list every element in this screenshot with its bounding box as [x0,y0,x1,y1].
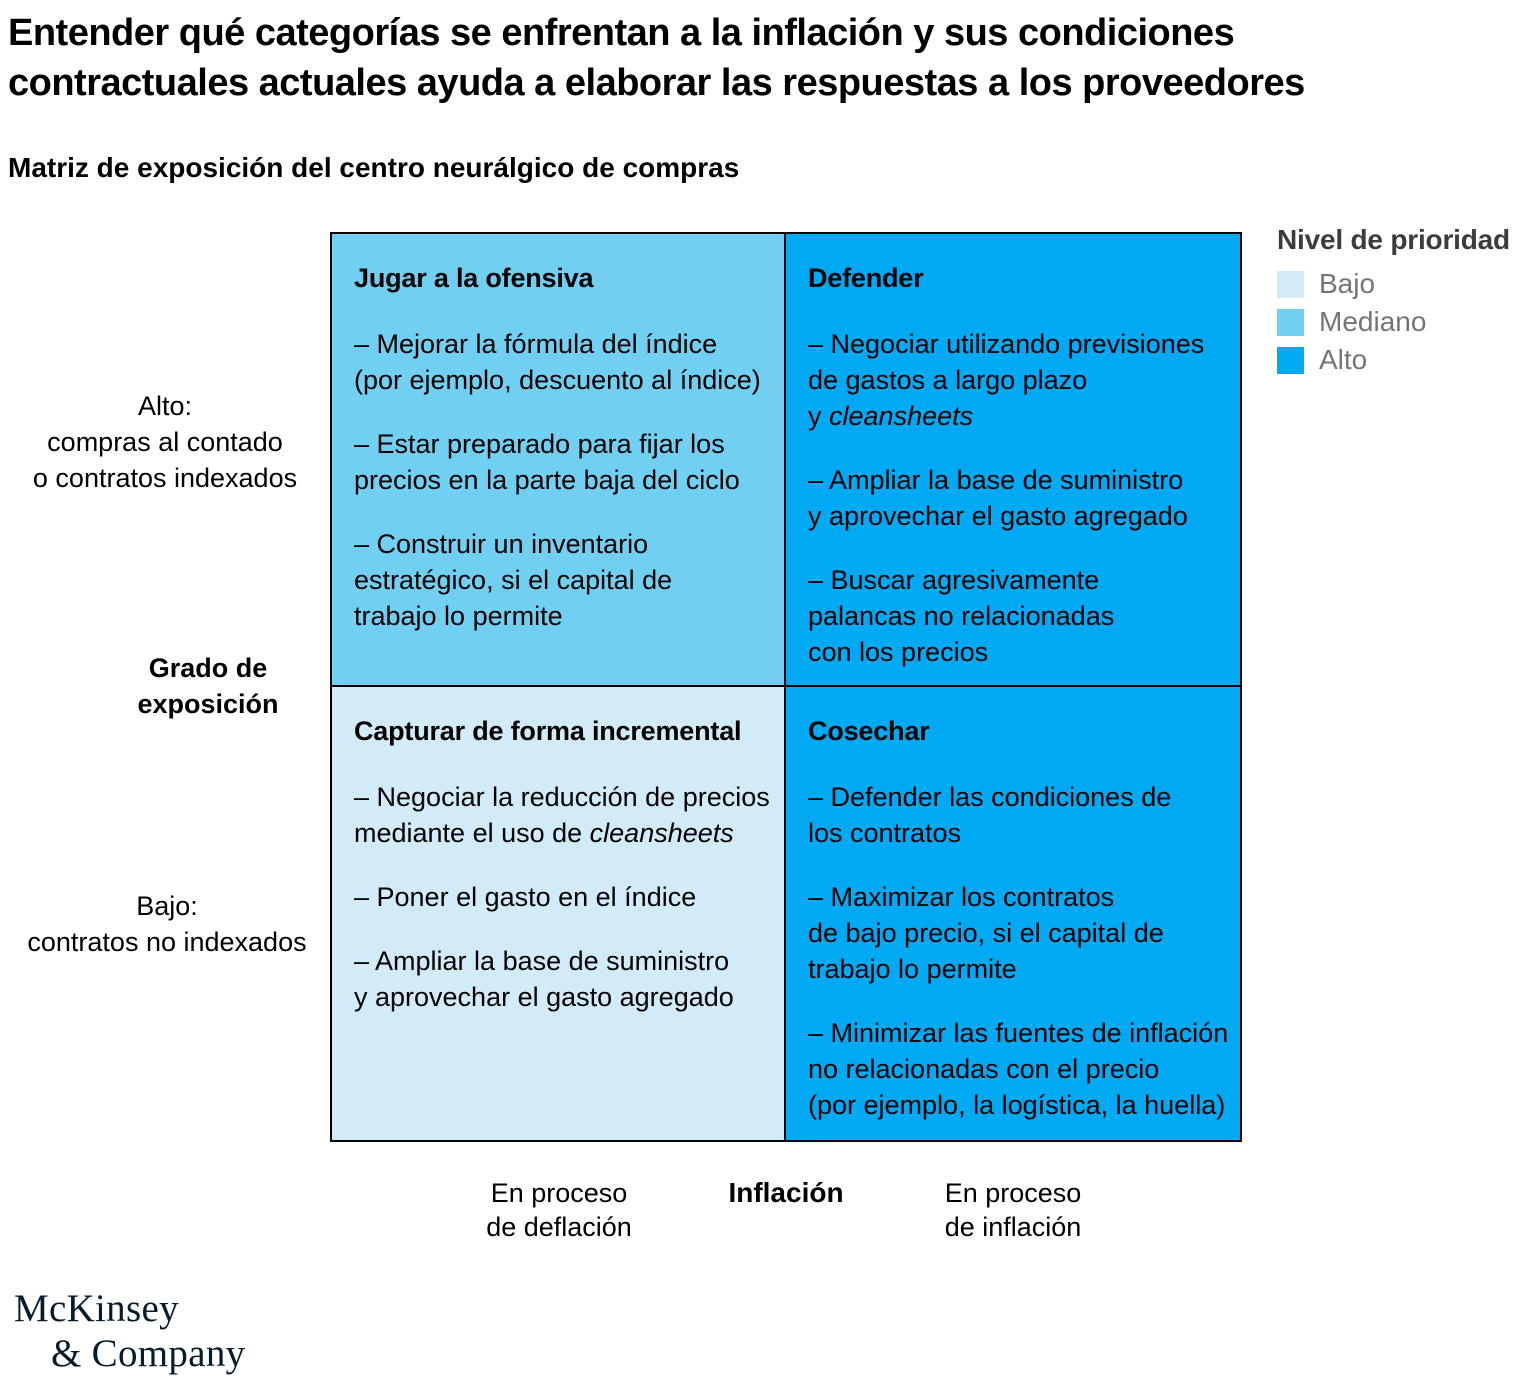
page-title: Entender qué categorías se enfrentan a l… [8,8,1518,108]
quadrant-bullets: – Negociar la reducción de precios median… [354,779,778,1015]
y-axis-high-line-1: Alto: [137,391,193,421]
bullet-line: precios en la parte baja del ciclo [354,465,740,495]
logo-line-1: McKinsey [14,1287,179,1330]
y-axis-high-line-3: o contratos indexados [32,463,298,493]
bullet-item: – Negociar la reducción de precios median… [354,779,778,851]
bullet-line: – Maximizar los contratos [808,882,1115,912]
quadrant-title: Cosechar [808,716,930,746]
logo-line-2: & Company [51,1332,246,1375]
bullet-line: mediante el uso de cleansheets [354,818,734,848]
x-axis-right-label: En proceso de inflación [863,1176,1163,1244]
bullet-line: – Negociar la reducción de precios [354,782,770,812]
high-priority-swatch-icon [1277,346,1304,374]
bullet-line: (por ejemplo, descuento al índice) [354,365,761,395]
bullet-line: y cleansheets [808,401,974,431]
exhibit-subtitle: Matriz de exposición del centro neurálgi… [8,152,740,183]
exposure-matrix: Jugar a la ofensiva – Mejorar la fórmula… [330,232,1242,1142]
priority-legend: Nivel de prioridad Bajo Mediano Alto [1277,224,1533,384]
bullet-item: – Estar preparado para fijar los precios … [354,426,778,498]
bullet-item: – Buscar agresivamente palancas no relaci… [808,562,1234,670]
quadrant-bullets: – Defender las condiciones de los contrat… [808,779,1234,1123]
y-axis-title: Grado de exposición [0,650,416,722]
medium-priority-swatch-icon [1277,308,1304,336]
bullet-line: – Construir un inventario [354,529,649,559]
bullet-item: – Maximizar los contratos de bajo precio,… [808,879,1234,987]
bullet-line: – Estar preparado para fijar los [354,429,725,459]
bullet-item: – Mejorar la fórmula del índice (por ejem… [354,326,778,398]
y-axis-low-line-2: contratos no indexados [27,927,307,957]
quadrant-harvest: Cosechar – Defender las condiciones de lo… [786,687,1240,1140]
quadrant-capture-incrementally: Capturar de forma incremental – Negociar… [332,687,786,1140]
quadrant-title: Defender [808,263,924,293]
legend-title: Nivel de prioridad [1277,224,1510,255]
quadrant-bullets: – Negociar utilizando previsiones de gast… [808,326,1234,670]
legend-label-medium: Mediano [1319,306,1427,337]
y-axis-low-line-1: Bajo: [136,891,198,921]
legend-label-low: Bajo [1319,268,1376,299]
y-axis-high-line-2: compras al contado [47,427,283,457]
bullet-line: (por ejemplo, la logística, la huella) [808,1090,1226,1120]
legend-item-medium: Mediano [1277,308,1533,336]
bullet-line: – Poner el gasto en el índice [354,882,697,912]
bullet-line: – Minimizar las fuentes de inflación [808,1018,1229,1048]
bullet-line: no relacionadas con el precio [808,1054,1160,1084]
x-axis-left-label: En proceso de deflación [409,1176,709,1244]
y-axis-high-label: Alto: compras al contado o contratos ind… [0,388,330,496]
bullet-line: con los precios [808,637,989,667]
x-axis-right-line-2: de inflación [944,1212,1082,1242]
bullet-line: trabajo lo permite [808,954,1017,984]
y-axis-low-label: Bajo: contratos no indexados [0,888,334,960]
low-priority-swatch-icon [1277,270,1304,298]
bullet-line: – Buscar agresivamente [808,565,1100,595]
quadrant-title: Jugar a la ofensiva [354,263,594,293]
legend-item-low: Bajo [1277,270,1533,298]
bullet-line: palancas no relacionadas [808,601,1115,631]
bullet-line: – Defender las condiciones de [808,782,1172,812]
bullet-item: – Construir un inventario estratégico, si… [354,526,778,634]
bullet-line: los contratos [808,818,962,848]
legend-item-high: Alto [1277,346,1533,374]
bullet-item: – Poner el gasto en el índice [354,879,778,915]
bullet-item: – Minimizar las fuentes de inflación no r… [808,1015,1234,1123]
bullet-line: – Ampliar la base de suministro [354,946,730,976]
x-axis-right-line-1: En proceso [944,1178,1082,1208]
page-title-line-2: contractuales actuales ayuda a elaborar … [8,62,1305,104]
bullet-item: – Negociar utilizando previsiones de gast… [808,326,1234,434]
bullet-line: y aprovechar el gasto agregado [354,982,734,1012]
quadrant-bullets: – Mejorar la fórmula del índice (por ejem… [354,326,778,634]
bullet-line: – Negociar utilizando previsiones [808,329,1205,359]
quadrant-defend: Defender – Negociar utilizando prevision… [786,234,1240,687]
bullet-line: trabajo lo permite [354,601,563,631]
y-axis-title-line-1: Grado de [148,653,268,683]
bullet-item: – Ampliar la base de suministro y aprovec… [808,462,1234,534]
legend-label-high: Alto [1319,344,1368,375]
bullet-item: – Ampliar la base de suministro y aprovec… [354,943,778,1015]
bullet-line: – Ampliar la base de suministro [808,465,1184,495]
bullet-line: de bajo precio, si el capital de [808,918,1164,948]
x-axis-left-line-2: de deflación [486,1212,632,1242]
quadrant-play-offense: Jugar a la ofensiva – Mejorar la fórmula… [332,234,786,687]
bullet-line: – Mejorar la fórmula del índice [354,329,718,359]
page-title-line-1: Entender qué categorías se enfrentan a l… [8,12,1235,54]
mckinsey-logo: McKinsey & Company [14,1286,245,1376]
x-axis-left-line-1: En proceso [490,1178,628,1208]
quadrant-title: Capturar de forma incremental [354,716,742,746]
bullet-line: de gastos a largo plazo [808,365,1088,395]
y-axis-title-line-2: exposición [137,689,279,719]
bullet-line: estratégico, si el capital de [354,565,673,595]
bullet-item: – Defender las condiciones de los contrat… [808,779,1234,851]
bullet-line: y aprovechar el gasto agregado [808,501,1188,531]
x-axis-title: Inflación [728,1177,844,1208]
